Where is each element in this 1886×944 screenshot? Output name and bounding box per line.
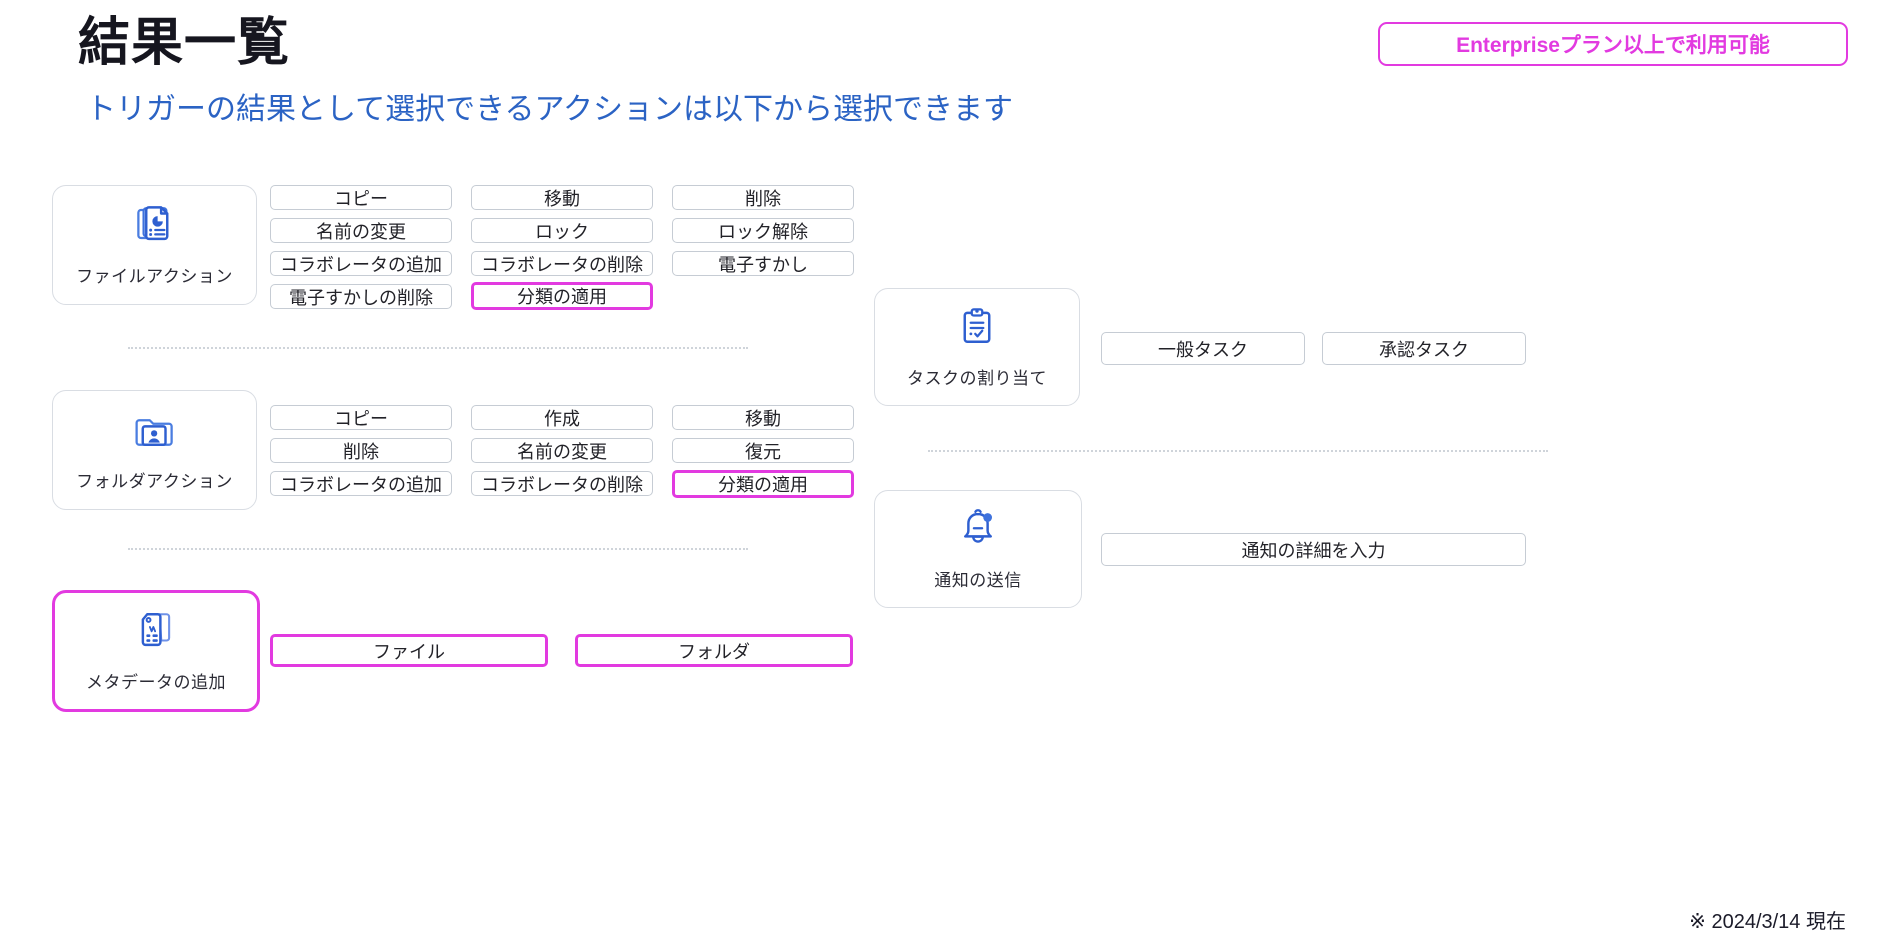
- action-chip-folder-delete[interactable]: 削除: [270, 438, 452, 463]
- divider-folder-metadata: [128, 548, 748, 550]
- action-chip-folder-rename[interactable]: 名前の変更: [471, 438, 653, 463]
- category-label: メタデータの追加: [86, 673, 226, 692]
- divider-task-notification: [928, 450, 1548, 452]
- action-chip-folder-apply-classification[interactable]: 分類の適用: [672, 470, 854, 498]
- action-chip-file-add-collaborator[interactable]: コラボレータの追加: [270, 251, 452, 276]
- action-chip-task-general[interactable]: 一般タスク: [1101, 332, 1305, 365]
- category-label: フォルダアクション: [76, 472, 233, 491]
- action-chip-file-delete[interactable]: 削除: [672, 185, 854, 210]
- action-chip-folder-copy[interactable]: コピー: [270, 405, 452, 430]
- category-label: ファイルアクション: [76, 267, 233, 286]
- page-subtitle: トリガーの結果として選択できるアクションは以下から選択できます: [86, 93, 1013, 126]
- footer-date-note: ※ 2024/3/14 現在: [1689, 911, 1846, 933]
- action-chip-folder-create[interactable]: 作成: [471, 405, 653, 430]
- file-stack-icon: [134, 203, 176, 250]
- category-card-task-assign[interactable]: タスクの割り当て: [874, 288, 1080, 406]
- category-card-folder-action[interactable]: フォルダアクション: [52, 390, 257, 510]
- status-badge-enterprise-plan: Enterpriseプラン以上で利用可能: [1378, 22, 1848, 66]
- action-chip-file-rename[interactable]: 名前の変更: [270, 218, 452, 243]
- action-chip-file-remove-collaborator[interactable]: コラボレータの削除: [471, 251, 653, 276]
- tag-metadata-icon: [135, 609, 177, 656]
- page-title: 結果一覧: [78, 14, 291, 72]
- category-card-file-action[interactable]: ファイルアクション: [52, 185, 257, 305]
- folder-user-icon: [134, 408, 176, 455]
- divider-file-folder: [128, 347, 748, 349]
- action-chip-folder-restore[interactable]: 復元: [672, 438, 854, 463]
- action-chip-folder-move[interactable]: 移動: [672, 405, 854, 430]
- action-chip-file-remove-watermark[interactable]: 電子すかしの削除: [270, 284, 452, 309]
- action-chip-file-move[interactable]: 移動: [471, 185, 653, 210]
- clipboard-check-icon: [956, 305, 998, 352]
- action-chip-file-copy[interactable]: コピー: [270, 185, 452, 210]
- action-chip-task-approval[interactable]: 承認タスク: [1322, 332, 1526, 365]
- action-chip-file-unlock[interactable]: ロック解除: [672, 218, 854, 243]
- category-card-send-notification[interactable]: 通知の送信: [874, 490, 1082, 608]
- action-chip-metadata-file[interactable]: ファイル: [270, 634, 548, 667]
- category-card-metadata-add[interactable]: メタデータの追加: [52, 590, 260, 712]
- action-chip-notification-details[interactable]: 通知の詳細を入力: [1101, 533, 1526, 566]
- action-chip-metadata-folder[interactable]: フォルダ: [575, 634, 853, 667]
- action-chip-folder-remove-collaborator[interactable]: コラボレータの削除: [471, 471, 653, 496]
- category-label: タスクの割り当て: [907, 369, 1047, 388]
- bell-notification-icon: [957, 507, 999, 554]
- action-chip-file-apply-classification[interactable]: 分類の適用: [471, 282, 653, 310]
- category-label: 通知の送信: [934, 571, 1022, 590]
- action-chip-file-lock[interactable]: ロック: [471, 218, 653, 243]
- action-chip-folder-add-collaborator[interactable]: コラボレータの追加: [270, 471, 452, 496]
- action-chip-file-watermark[interactable]: 電子すかし: [672, 251, 854, 276]
